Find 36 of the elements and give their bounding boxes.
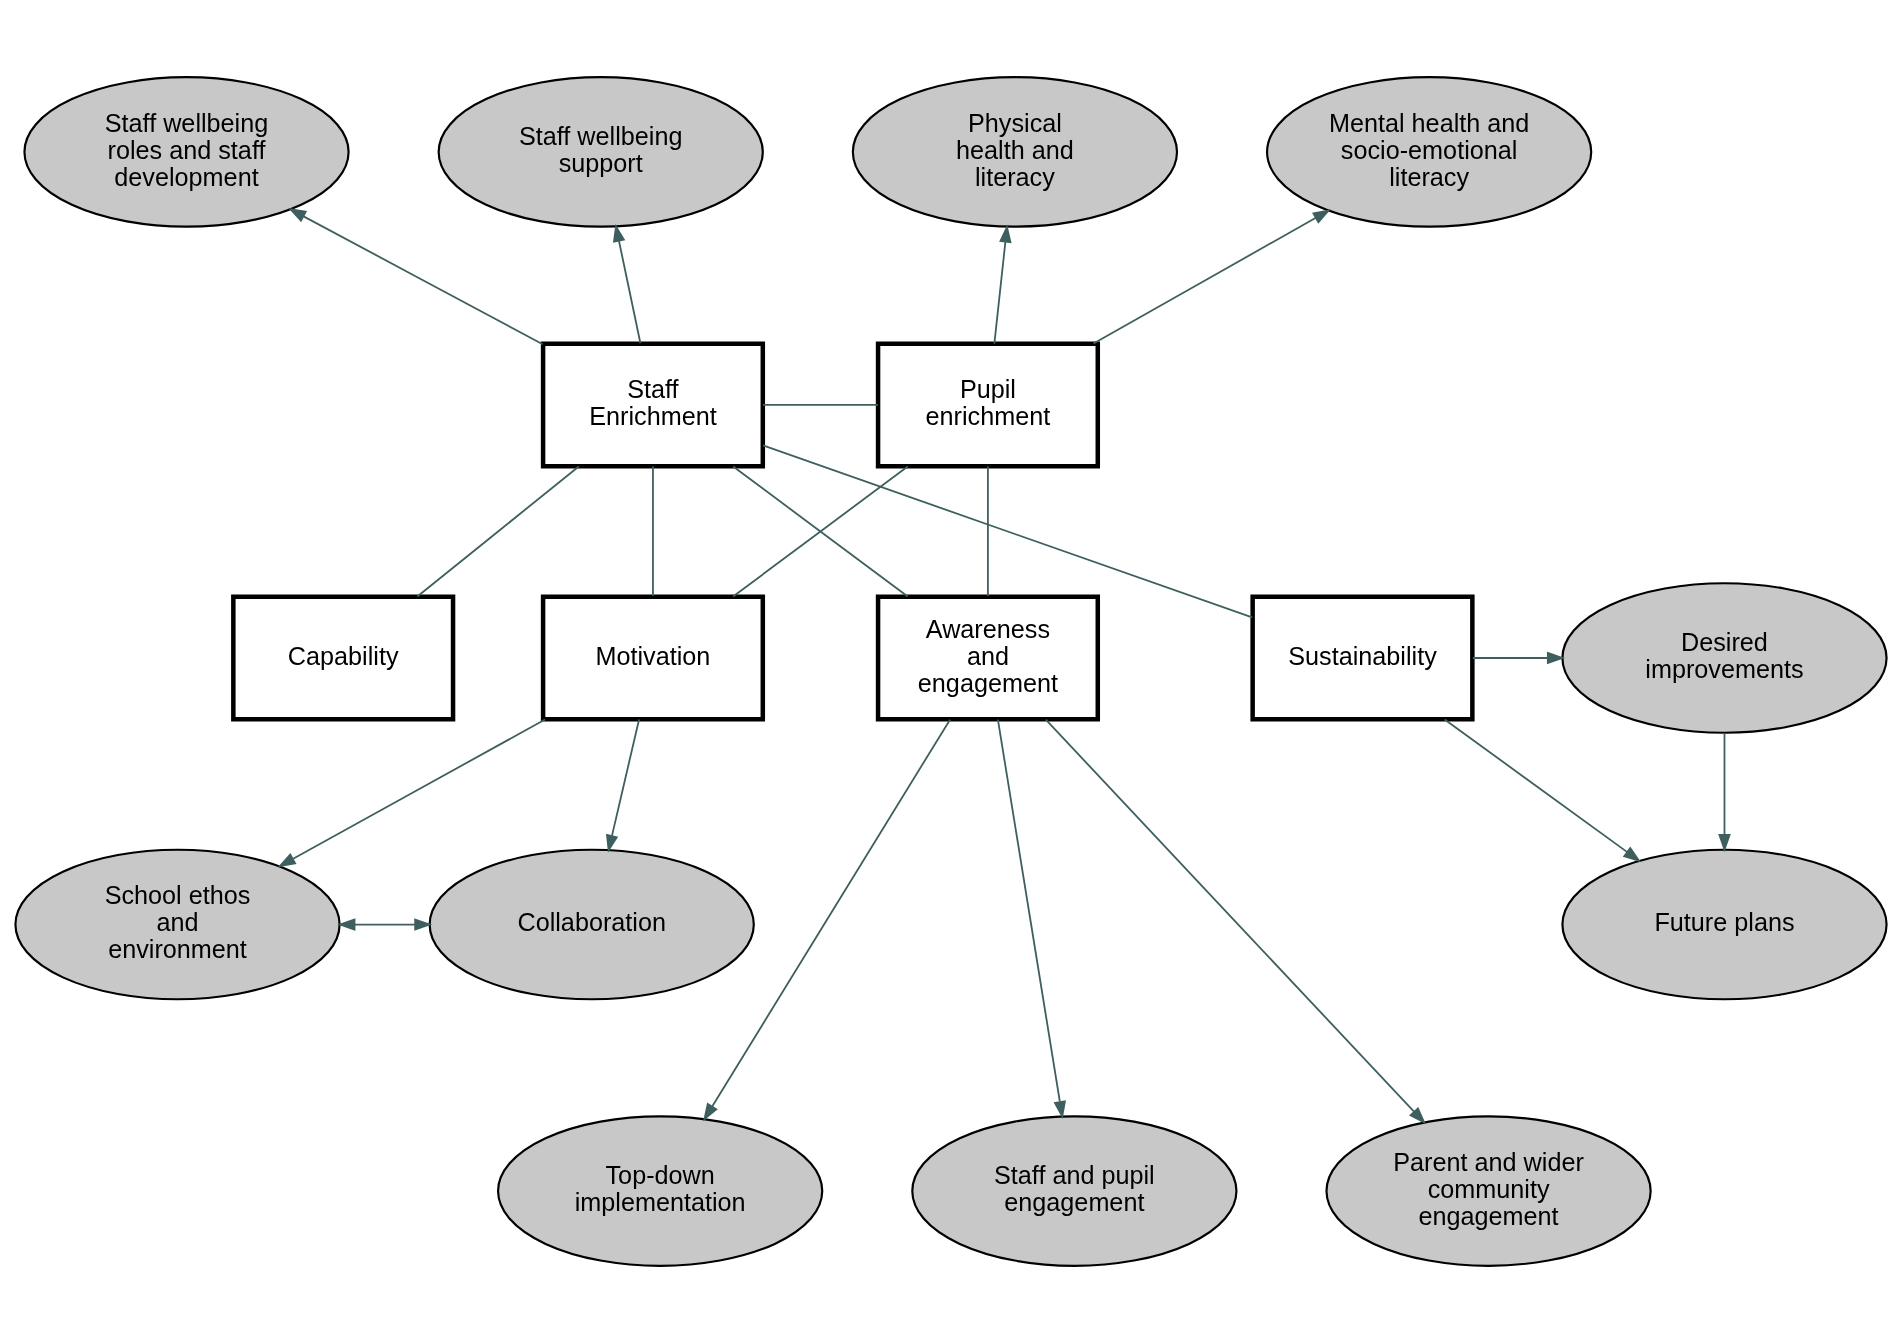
node-ellipse: Desired improvements <box>1561 581 1888 734</box>
node-box: Staff Enrichment <box>540 341 766 468</box>
arrow <box>277 718 546 867</box>
node-ellipse: School ethos and environment <box>14 848 341 1000</box>
node-box: Capability <box>231 594 456 721</box>
node-ellipse: Parent and wider community engagement <box>1325 1114 1652 1267</box>
connector <box>732 465 909 597</box>
node-box: Motivation <box>540 594 766 721</box>
node-ellipse: Collaboration <box>428 848 755 1000</box>
connector <box>987 465 989 597</box>
connector <box>416 465 580 597</box>
arrow <box>1044 718 1426 1124</box>
arrow <box>1718 731 1731 852</box>
node-box: Awareness and engagement <box>875 594 1100 721</box>
connector <box>761 403 879 406</box>
arrow <box>993 224 1012 344</box>
connector <box>762 444 1254 618</box>
arrow <box>1471 651 1565 664</box>
arrow <box>337 917 433 931</box>
connector <box>652 465 654 597</box>
node-ellipse: Physical health and literacy <box>851 75 1179 228</box>
node-box: Sustainability <box>1250 594 1475 721</box>
node-ellipse: Mental health and socio-emotional literacy <box>1266 75 1593 228</box>
node-ellipse: Staff and pupil engagement <box>911 1114 1238 1267</box>
arrow <box>1443 718 1642 862</box>
node-ellipse: Staff wellbeing support <box>437 75 764 228</box>
node-ellipse: Staff wellbeing roles and staff development <box>23 75 350 228</box>
arrow <box>605 718 640 853</box>
node-ellipse: Future plans <box>1561 848 1888 1000</box>
arrow <box>703 718 951 1121</box>
arrow <box>997 718 1066 1119</box>
node-ellipse: Top-down implementation <box>497 1114 824 1267</box>
arrow <box>612 223 642 344</box>
arrow <box>1092 208 1331 344</box>
arrow <box>288 207 544 345</box>
node-box: Pupil enrichment <box>875 341 1100 468</box>
